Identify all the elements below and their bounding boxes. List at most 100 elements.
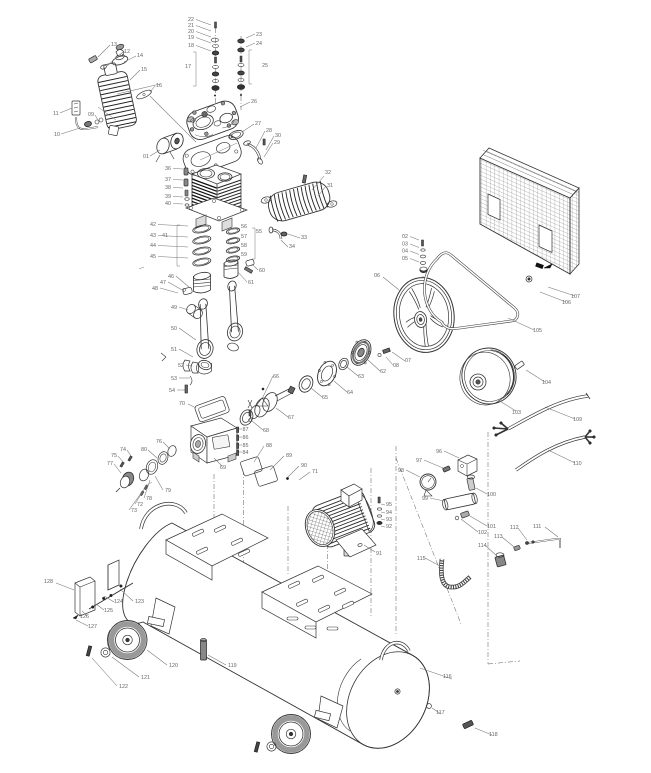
svg-text:128: 128 [44,579,53,585]
svg-text:56: 56 [241,224,247,230]
svg-text:67: 67 [288,415,294,421]
svg-text:17: 17 [185,64,191,70]
svg-text:70: 70 [179,401,185,407]
svg-text:38: 38 [165,185,171,191]
svg-text:119: 119 [228,663,237,669]
svg-text:103: 103 [512,410,521,416]
svg-text:105: 105 [533,328,542,334]
svg-text:75: 75 [111,453,117,459]
svg-text:09: 09 [88,112,94,118]
svg-text:30: 30 [275,133,281,139]
svg-text:64: 64 [347,390,353,396]
svg-text:60: 60 [259,268,265,274]
svg-text:106: 106 [562,300,571,306]
svg-text:50: 50 [171,326,177,332]
svg-text:66: 66 [273,374,279,380]
svg-text:121: 121 [141,675,150,681]
svg-text:76: 76 [156,439,162,445]
svg-text:102: 102 [478,530,487,536]
svg-text:85: 85 [243,443,249,449]
svg-text:95: 95 [386,502,392,508]
svg-text:109: 109 [573,417,582,423]
svg-text:46: 46 [168,274,174,280]
svg-text:55: 55 [256,229,262,235]
svg-text:86: 86 [243,435,249,441]
svg-text:77: 77 [107,461,113,467]
svg-text:47: 47 [160,280,166,286]
svg-text:122: 122 [119,684,128,690]
svg-text:125: 125 [104,608,113,614]
svg-text:87: 87 [243,427,249,433]
svg-text:15: 15 [141,67,147,73]
svg-text:33: 33 [301,235,307,241]
svg-text:72: 72 [137,502,143,508]
svg-text:26: 26 [251,99,257,105]
svg-text:111: 111 [533,524,541,530]
svg-text:117: 117 [436,710,445,716]
svg-text:44: 44 [150,243,156,249]
svg-text:10: 10 [54,132,60,138]
svg-text:78: 78 [146,496,152,502]
svg-text:23: 23 [256,32,262,38]
svg-text:61: 61 [248,280,254,286]
svg-text:94: 94 [386,510,392,516]
svg-text:126: 126 [80,614,89,620]
svg-text:45: 45 [150,254,156,260]
svg-text:06: 06 [374,273,380,279]
svg-text:21: 21 [188,23,194,29]
svg-text:34: 34 [289,244,295,250]
svg-text:36: 36 [165,166,171,172]
svg-text:08: 08 [393,363,399,369]
svg-text:99: 99 [422,496,428,502]
svg-text:65: 65 [322,395,328,401]
svg-text:93: 93 [386,517,392,523]
svg-text:101: 101 [487,524,496,530]
svg-text:79: 79 [165,488,171,494]
svg-text:42: 42 [150,222,156,228]
svg-text:123: 123 [135,599,144,605]
svg-text:63: 63 [358,374,364,380]
svg-text:120: 120 [169,663,178,669]
svg-text:19: 19 [188,35,194,41]
svg-text:05: 05 [402,256,408,262]
svg-text:58: 58 [241,243,247,249]
svg-text:88: 88 [266,443,272,449]
svg-text:112: 112 [510,525,519,531]
svg-text:73: 73 [131,508,137,514]
svg-text:53: 53 [171,376,177,382]
svg-text:100: 100 [487,492,496,498]
svg-text:04: 04 [402,249,408,255]
svg-text:71: 71 [312,469,318,475]
svg-text:32: 32 [325,170,331,176]
svg-text:92: 92 [386,524,392,530]
svg-text:89: 89 [286,453,292,459]
svg-text:31: 31 [327,183,333,189]
svg-text:40: 40 [165,201,171,207]
svg-text:74: 74 [120,447,126,453]
svg-text:62: 62 [380,369,386,375]
svg-text:16: 16 [156,83,162,89]
svg-text:29: 29 [274,140,280,146]
svg-text:37: 37 [165,177,171,183]
svg-text:20: 20 [188,29,194,35]
svg-text:91: 91 [376,551,382,557]
svg-text:113: 113 [494,534,503,540]
svg-text:110: 110 [573,461,582,467]
svg-text:43: 43 [150,233,156,239]
svg-text:52: 52 [178,363,184,369]
svg-text:41: 41 [162,233,168,239]
svg-text:80: 80 [141,447,147,453]
svg-text:96: 96 [436,449,442,455]
svg-text:97: 97 [416,458,422,464]
svg-text:84: 84 [243,450,249,456]
svg-text:68: 68 [263,428,269,434]
svg-text:114: 114 [478,543,487,549]
svg-text:115: 115 [417,556,426,562]
svg-text:90: 90 [301,463,307,469]
svg-text:127: 127 [88,624,97,630]
svg-text:49: 49 [171,305,177,311]
svg-text:12: 12 [124,49,130,55]
svg-text:18: 18 [188,43,194,49]
svg-text:01: 01 [143,154,149,160]
svg-text:24: 24 [256,41,262,47]
